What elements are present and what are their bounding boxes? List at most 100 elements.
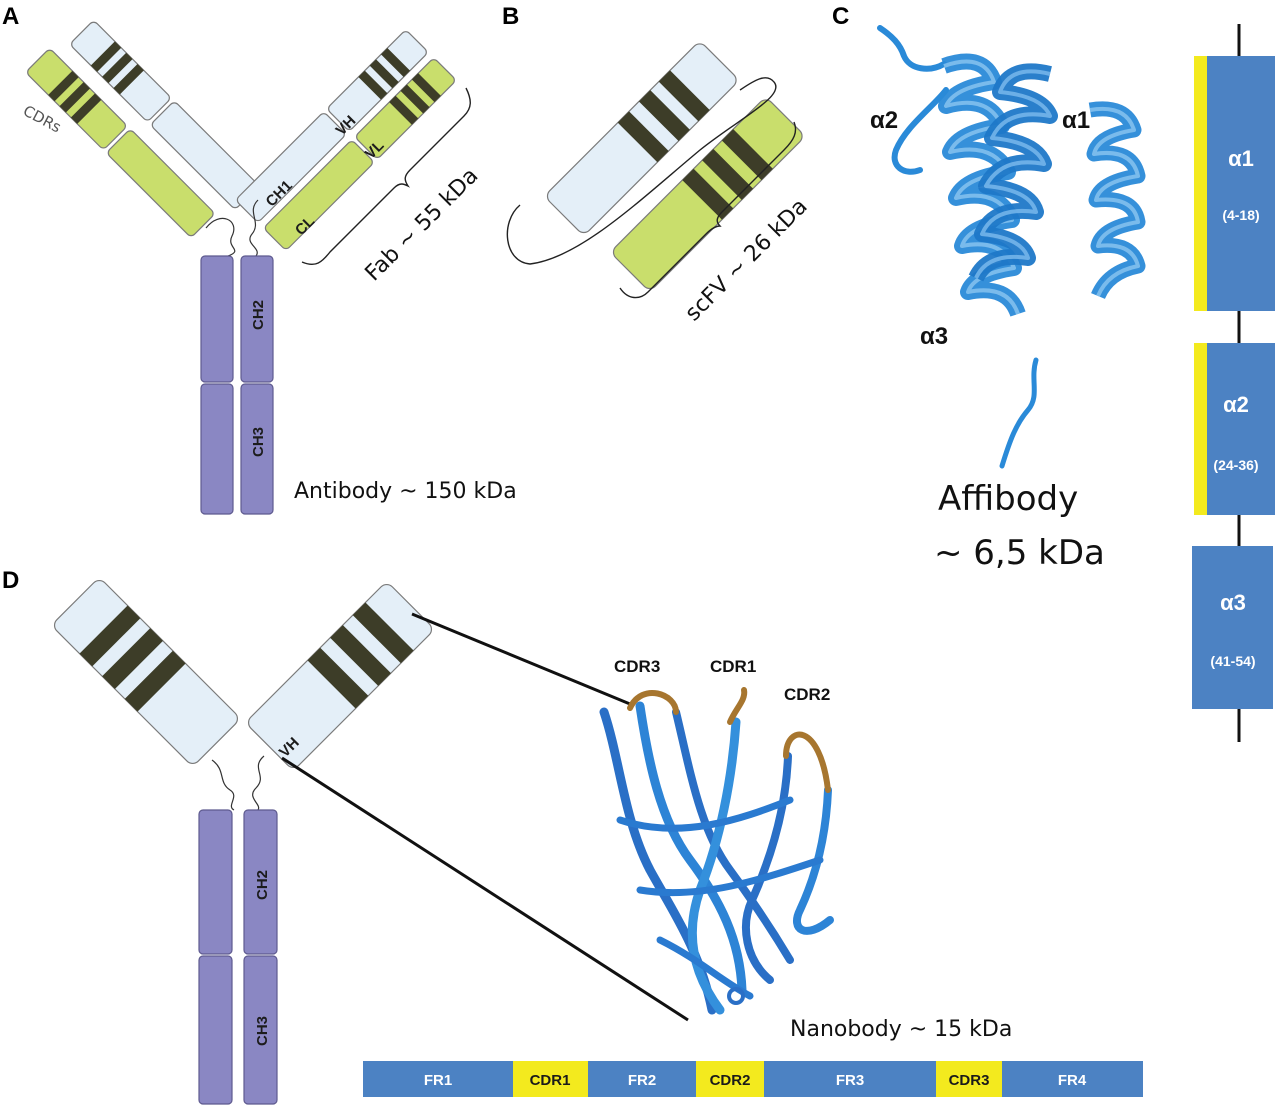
segment-fr1 xyxy=(363,1061,513,1097)
alpha2-label: α2 xyxy=(870,107,898,134)
cdrs-label: CDRs xyxy=(20,102,64,137)
affibody-structure xyxy=(877,25,1146,469)
left-vhh-domain xyxy=(53,579,239,765)
segment-fr4 xyxy=(1002,1061,1143,1097)
cdr-band xyxy=(381,48,410,77)
cdr-band xyxy=(638,90,690,142)
c-terminal-loop xyxy=(999,357,1039,469)
ch3-label: CH3 xyxy=(250,427,267,457)
segment-fr2-label: FR2 xyxy=(628,1072,656,1089)
segment-fr1-label: FR1 xyxy=(424,1072,452,1089)
cdr-band xyxy=(369,59,399,89)
cdr-band xyxy=(358,70,388,100)
segment-cdr2 xyxy=(696,1061,764,1097)
fc-ch2-left xyxy=(198,809,233,955)
nanobody-label: Nanobody ~ 15 kDa xyxy=(790,1017,1012,1042)
alpha1-contact-stripe xyxy=(1194,56,1207,311)
fc-ch3-left xyxy=(198,955,233,1105)
zoom-line-top xyxy=(411,612,631,706)
hinge-right xyxy=(252,755,265,811)
cdr-band xyxy=(102,628,163,689)
right-vhh-arm xyxy=(247,583,433,769)
segment-fr4-label: FR4 xyxy=(1058,1072,1087,1089)
scfv-bracket xyxy=(619,121,797,299)
antibody-label: Antibody ~ 150 kDa xyxy=(294,479,517,504)
sequence-bar: FR1 CDR1 FR2 CDR2 FR3 CDR3 FR4 xyxy=(363,1061,1143,1097)
cdr2-label: CDR2 xyxy=(784,685,830,704)
alpha1-box xyxy=(1207,56,1275,311)
right-heavy-chain xyxy=(236,31,427,222)
scfv-vl xyxy=(612,99,803,290)
cdr-band xyxy=(352,602,414,664)
segment-cdr1-label: CDR1 xyxy=(530,1072,571,1089)
segment-cdr2-label: CDR2 xyxy=(710,1072,751,1089)
scfv-vh xyxy=(546,43,737,234)
cdr-band xyxy=(90,41,122,72)
cdr-band xyxy=(113,64,144,95)
cdr-band xyxy=(307,647,369,709)
helix-alpha3 xyxy=(1086,101,1146,300)
left-heavy-chain xyxy=(71,21,258,209)
cdr-band xyxy=(102,52,133,84)
hinge-right xyxy=(249,199,259,257)
alpha3-box xyxy=(1192,546,1273,709)
fc-ch3-right xyxy=(240,383,274,515)
alpha3-box-title: α3 xyxy=(1220,590,1246,615)
alpha1-box-title: α1 xyxy=(1228,146,1254,171)
cdr-band xyxy=(721,129,773,181)
loop-segment xyxy=(891,87,949,175)
zoom-line-bottom xyxy=(281,756,689,1022)
cdr-band xyxy=(658,70,710,122)
left-light-chain xyxy=(27,49,214,237)
panel-a: A CDRs xyxy=(2,3,517,515)
cdr-band xyxy=(48,70,79,102)
segment-fr3 xyxy=(764,1061,936,1097)
cdr-band xyxy=(59,82,90,113)
fc-ch3-right xyxy=(243,955,278,1105)
cdr-band xyxy=(79,605,141,667)
ch2-label: CH2 xyxy=(254,870,271,900)
right-cl-domain xyxy=(264,141,373,250)
n-terminal-loop xyxy=(877,25,947,72)
nanobody-structure xyxy=(599,687,834,1015)
panel-c: C α2 α1 α3 Affibody ~ 6, xyxy=(832,3,1275,742)
cdr-band xyxy=(702,148,754,200)
segment-cdr3-label: CDR3 xyxy=(949,1072,990,1089)
alpha2-box xyxy=(1207,343,1275,515)
ch2-label: CH2 xyxy=(250,300,267,330)
cdr-band xyxy=(411,73,441,103)
alpha1-label: α1 xyxy=(1062,107,1090,134)
alpha3-label: α3 xyxy=(920,323,948,350)
cdr-band xyxy=(682,168,734,220)
affibody-label: Affibody xyxy=(938,479,1078,519)
panel-b-letter: B xyxy=(502,3,519,30)
alpha2-box-title: α2 xyxy=(1223,392,1249,417)
cdr-band xyxy=(70,93,102,124)
helix-alpha2 xyxy=(968,63,1058,282)
segment-cdr1 xyxy=(513,1061,588,1097)
panel-d: D VH CH2 CH3 xyxy=(2,567,1143,1105)
cdr1-label: CDR1 xyxy=(710,657,756,676)
alpha2-contact-stripe xyxy=(1194,343,1207,515)
segment-cdr3 xyxy=(936,1061,1002,1097)
alpha2-box-range: (24-36) xyxy=(1213,457,1258,473)
left-cl-domain xyxy=(107,130,214,237)
fab-bracket xyxy=(301,87,471,266)
hinge-left xyxy=(211,759,235,811)
cdr-band xyxy=(617,111,669,163)
cdr3-label: CDR3 xyxy=(614,657,660,676)
alpha1-box-range: (4-18) xyxy=(1222,207,1259,223)
scfv-linker xyxy=(506,77,777,265)
left-vhh-arm xyxy=(53,579,239,765)
fab-label: Fab ~ 55 kDa xyxy=(361,163,484,286)
panel-a-letter: A xyxy=(2,3,19,30)
ch3-label: CH3 xyxy=(254,1016,271,1046)
cdr-band xyxy=(124,650,186,712)
cdr-band xyxy=(400,84,430,114)
right-light-chain xyxy=(264,59,455,250)
right-ch1-domain xyxy=(236,113,345,222)
panel-d-letter: D xyxy=(2,567,19,594)
helix-alpha1 xyxy=(938,53,1026,318)
right-vh-domain xyxy=(328,31,427,130)
